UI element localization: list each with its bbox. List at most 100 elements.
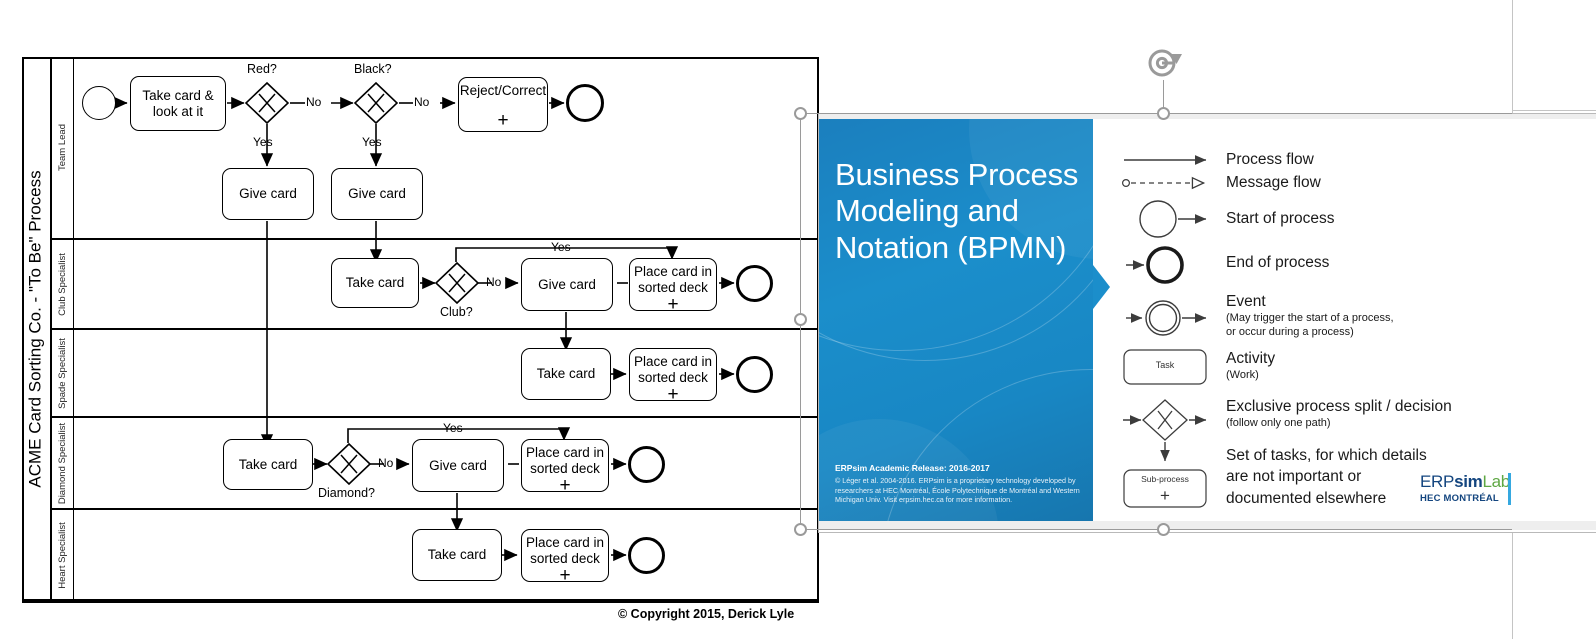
copyright-notice: © Copyright 2015, Derick Lyle [618, 607, 795, 621]
task-label: Take card [536, 366, 596, 382]
legend-title-start-of-process: Start of process [1226, 210, 1335, 227]
bpmn-connectors-layer [114, 81, 735, 562]
task-give-card[interactable]: Give card [412, 439, 504, 492]
legend-title-process-flow: Process flow [1226, 151, 1314, 168]
slide-footer-title: ERPsim Academic Release: 2016-2017 [835, 463, 990, 473]
task-label: Place card in sorted deck [525, 445, 605, 476]
resize-handle-bottom-left[interactable] [794, 523, 807, 536]
bpmn-legend: Task Sub-process + Process flow Message … [1110, 140, 1540, 525]
lane-label: Spade Specialist [57, 337, 68, 409]
lane-header: Heart Specialist [52, 510, 74, 601]
task-place-card-in-sorted-deck[interactable]: Place card in sorted deck + [521, 529, 609, 585]
logo-accent-bar [1508, 473, 1511, 505]
end-event[interactable] [736, 265, 773, 302]
lane-header: Team Lead [52, 57, 74, 238]
resize-handle-top-left[interactable] [794, 107, 807, 120]
task-take-card[interactable]: Take card [223, 439, 313, 490]
erpsim-logo-line1: ERPsimLab [1420, 472, 1510, 492]
pool-bottom-rule [22, 601, 819, 603]
task-label: Give card [348, 186, 406, 202]
task-label: Place card in sorted deck [525, 535, 605, 566]
end-event[interactable] [628, 446, 665, 483]
resize-handle-middle-left[interactable] [794, 313, 807, 326]
lane-header: Diamond Specialist [52, 418, 74, 508]
slide-top-bar [819, 114, 1596, 119]
task-take-card[interactable]: Take card [331, 258, 419, 308]
gateway-label-club: Club? [440, 305, 473, 319]
logo-part-lab: Lab [1482, 472, 1510, 491]
task-take-card[interactable]: Take card [412, 529, 502, 581]
lane-header: Club Specialist [52, 240, 74, 328]
task-label: Take card & look at it [142, 87, 214, 119]
selection-guide-line-top [800, 113, 1512, 114]
rotate-handle-icon[interactable] [1146, 44, 1184, 82]
end-event[interactable] [566, 84, 604, 122]
legend-shape-label-subprocess: Sub-process [1141, 474, 1189, 484]
lane-label: Club Specialist [57, 252, 68, 316]
slide-bottom-bar [819, 521, 1596, 530]
task-label: Take card [238, 456, 298, 472]
task-take-card-and-look[interactable]: Take card & look at it [130, 76, 226, 131]
task-give-card[interactable]: Give card [521, 258, 613, 311]
flow-label-no: No [378, 456, 394, 470]
legend-shape-label-task: Task [1155, 360, 1175, 370]
lane-club-specialist: Club Specialist [52, 240, 819, 330]
flow-label-yes: Yes [253, 135, 273, 149]
lane-team-lead: Team Lead [52, 57, 819, 240]
task-label: Give card [429, 457, 487, 473]
task-label: Place card in sorted deck [633, 354, 713, 385]
logo-part-erp: ERP [1420, 472, 1455, 491]
task-reject-correct[interactable]: Reject/Correct + [458, 77, 548, 132]
bpmn-process-diagram[interactable]: ACME Card Sorting Co. - "To Be" Process … [0, 0, 830, 639]
pool-title: ACME Card Sorting Co. - "To Be" Process [22, 57, 52, 601]
task-label: Take card [345, 275, 405, 291]
flow-label-yes: Yes [551, 240, 571, 254]
flow-label-yes: Yes [443, 421, 463, 435]
legend-subprocess-plus-icon: + [1160, 486, 1170, 505]
pool-title-label: ACME Card Sorting Co. - "To Be" Process [26, 170, 46, 488]
legend-title-event: Event [1226, 293, 1266, 310]
erpsim-lab-logo: ERPsimLab HEC MONTRÉAL [1420, 472, 1511, 505]
erpsim-logo-line2: HEC MONTRÉAL [1420, 493, 1499, 504]
sub-process-plus-icon: + [559, 474, 571, 496]
legend-sub-activity: (Work) [1226, 369, 1259, 381]
selection-guide-line-bottom [800, 529, 1512, 530]
gateway-label-diamond: Diamond? [318, 486, 375, 500]
task-take-card[interactable]: Take card [521, 348, 611, 400]
slide-title-panel: Business Process Modeling and Notation (… [819, 119, 1093, 521]
flow-label-no: No [486, 275, 502, 289]
lane-label: Team Lead [57, 123, 69, 172]
logo-part-sim: sim [1454, 472, 1483, 491]
task-label: Place card in sorted deck [633, 264, 713, 295]
sub-process-plus-icon: + [497, 109, 509, 131]
end-event[interactable] [736, 356, 773, 393]
flow-label-no: No [306, 95, 322, 109]
end-event[interactable] [628, 537, 665, 574]
legend-title-message-flow: Message flow [1226, 174, 1321, 191]
flow-label-no: No [414, 95, 430, 109]
bpmn-shapes-layer: Take card & look at it Red? Black? No No… [82, 62, 773, 585]
gateway-label-red: Red? [247, 62, 277, 76]
task-label: Reject/Correct [459, 83, 547, 98]
task-label: Give card [538, 276, 596, 292]
slide-title: Business Process Modeling and Notation (… [835, 157, 1079, 265]
task-place-card-in-sorted-deck[interactable]: Place card in sorted deck + [629, 258, 717, 314]
task-place-card-in-sorted-deck[interactable]: Place card in sorted deck + [629, 348, 717, 404]
legend-title-sub-process: Set of tasks, for which details are not … [1226, 447, 1427, 507]
task-label: Take card [427, 547, 487, 563]
task-give-card[interactable]: Give card [222, 168, 314, 220]
rotate-handle-stem [1163, 80, 1164, 114]
task-give-card[interactable]: Give card [331, 168, 423, 220]
lane-spade-specialist: Spade Specialist [52, 330, 819, 418]
task-place-card-in-sorted-deck[interactable]: Place card in sorted deck + [521, 439, 609, 496]
resize-handle-top-center[interactable] [1157, 107, 1170, 120]
start-event[interactable] [82, 86, 116, 120]
legend-icons [1122, 155, 1207, 508]
task-label: Give card [239, 186, 297, 202]
page-edge-horizontal-rule [1512, 110, 1596, 111]
gateway-label-black: Black? [354, 62, 392, 76]
lane-label: Heart Specialist [57, 522, 68, 589]
slide-footer-body: © Léger et al. 2004-2016. ERPsim is a pr… [835, 476, 1080, 505]
resize-handle-bottom-center[interactable] [1157, 523, 1170, 536]
lane-heart-specialist: Heart Specialist [52, 510, 819, 601]
